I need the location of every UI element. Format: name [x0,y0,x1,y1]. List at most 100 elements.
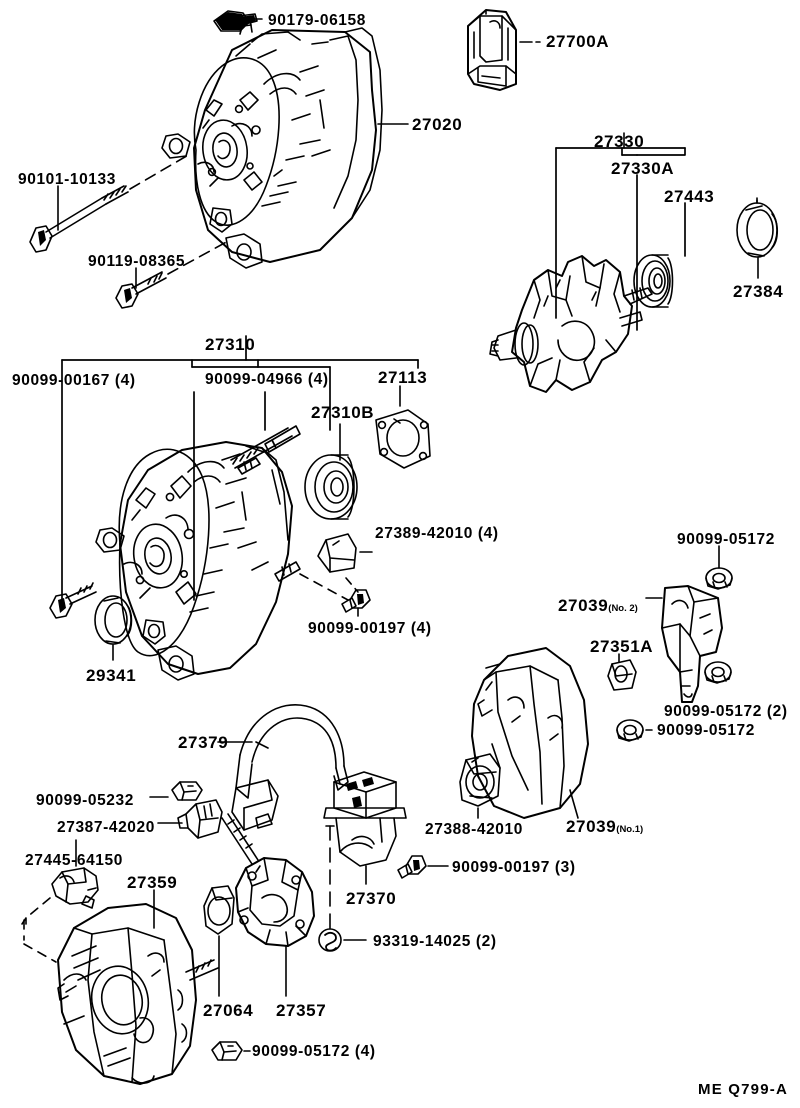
part-number-text: 90101-10133 [18,171,116,188]
part-number-text: 27310B [311,403,375,422]
part-drawing-rotor-27330a [489,255,653,393]
part-label-l-90099-05232: 90099-05232 [36,793,134,809]
part-number-text: 27384 [733,282,784,301]
bracket-27330 [555,147,686,331]
leader-27039-no1 [569,789,579,819]
part-drawing-stud-90099-04966 [230,425,301,469]
part-number-text: 27330A [611,159,675,178]
part-number-text: 90099-05232 [36,792,134,809]
part-label-l-27443: 27443 [664,188,714,205]
part-label-l-90119-08365: 90119-08365 [88,254,185,270]
part-number-text: 90099-05172 (2) [664,703,788,720]
part-label-l-90099-05172-b: 90099-05172 [657,723,755,739]
part-drawing-regulator-27700a [467,9,517,91]
part-number-text: 27039 [566,817,617,836]
part-label-l-90099-04966: 90099-04966 (4) [205,372,329,388]
part-drawing-spacer-27389-42010 [317,533,357,573]
part-drawing-bolt-90119-08365 [115,271,167,309]
part-label-l-27351a: 27351A [590,638,653,655]
part-label-l-27379: 27379 [178,734,228,751]
part-number-text: 27388-42010 [425,821,523,838]
part-label-l-27700a: 27700A [546,33,609,50]
part-label-l-27330: 27330 [594,133,644,150]
part-number-text: 93319-14025 (2) [373,933,497,950]
part-drawing-retainer-27384 [736,202,779,258]
part-number-text: 90099-00167 (4) [12,372,136,389]
part-label-l-27445-64150: 27445-64150 [25,853,123,869]
part-label-suffix: (No.1) [616,824,644,835]
dash-90119 [167,239,231,275]
part-drawing-alternator-27020 [161,18,383,269]
part-drawing-wire-27379 [231,704,349,831]
part-drawing-seal-27064 [203,885,235,935]
part-drawing-screw-90099-00197-3 [397,855,427,879]
dash-90101 [129,153,191,190]
part-drawing-rear-cover-27039-no1 [471,647,589,819]
part-drawing-drive-end-frame-27310 [95,441,301,681]
part-label-l-27113: 27113 [378,369,427,386]
part-label-l-90099-00197-4: 90099-00197 (4) [308,621,432,637]
part-drawing-terminal-27387-42020 [177,799,223,839]
part-label-l-27020: 27020 [412,116,462,133]
part-number-text: 27039 [558,596,609,615]
part-label-l-27388-42010: 27388-42010 [425,822,523,838]
part-drawing-screw-90099-00197-4 [299,573,371,613]
part-number-text: 90099-00197 (4) [308,620,432,637]
part-drawing-nut-90099-05172-left [616,719,644,742]
part-label-l-90099-05172-4: 90099-05172 (4) [252,1044,376,1060]
bracket-27310 [61,335,419,605]
part-label-l-27039-no2: 27039(No. 2) [558,597,638,614]
part-label-l-27384: 27384 [733,283,783,300]
part-label-l-27370: 27370 [346,890,396,907]
part-drawing-nut-90099-05172-4 [211,1041,243,1061]
part-number-text: 29341 [86,666,137,685]
sheet-footer-code: ME Q799-A [698,1081,788,1098]
part-label-l-27310b: 27310B [311,404,374,421]
part-label-l-29341: 29341 [86,667,136,684]
part-number-text: 27310 [205,335,256,354]
part-drawing-insulator-27351a [607,659,637,691]
part-number-text: 90099-05172 (4) [252,1043,376,1060]
part-label-l-27310: 27310 [205,336,255,353]
part-number-text: 27445-64150 [25,852,123,869]
part-label-suffix: (No. 2) [608,603,638,614]
part-number-text: 27359 [127,873,178,892]
part-number-text: 90099-05172 [677,531,775,548]
part-drawing-nut-90099-05172-top [705,567,733,590]
part-label-l-90099-05172-a: 90099-05172 [677,532,775,548]
part-number-text: 27064 [203,1001,254,1020]
part-drawing-clip-27445-64150 [51,867,99,909]
part-number-text: 27700A [546,32,610,51]
part-number-text: 27113 [378,368,428,387]
part-drawing-bearing-27443 [633,254,674,308]
part-number-text: 27387-42020 [57,819,155,836]
part-number-text: 90099-00197 (3) [452,859,576,876]
part-number-text: 27330 [594,132,645,151]
part-label-l-90099-00167: 90099-00167 (4) [12,373,136,389]
part-drawing-retainer-27113 [375,409,431,469]
part-drawing-screw-93319-14025 [318,928,342,952]
part-drawing-grommet-27388-42010 [459,753,501,807]
part-number-text: 27351A [590,637,654,656]
part-label-l-27357: 27357 [276,1002,326,1019]
part-number-text: 90119-08365 [88,253,186,270]
part-drawing-nut-90099-05232 [171,781,203,801]
part-number-text: 90099-05172 [657,722,755,739]
part-number-text: 27379 [178,733,229,752]
part-label-l-27359: 27359 [127,874,177,891]
part-label-l-27387-42020: 27387-42020 [57,820,155,836]
part-label-l-27064: 27064 [203,1002,253,1019]
part-drawing-brush-holder-27357 [221,813,315,947]
part-number-text: 90179-06158 [268,12,366,29]
part-number-text: 27370 [346,889,397,908]
part-drawing-connector-27370 [323,771,407,867]
part-drawing-bolt-90101-10133 [29,185,129,253]
part-number-text: 90099-04966 (4) [205,371,329,388]
part-drawing-nut-90099-05172-2 [704,661,732,684]
part-drawing-oil-seal-29341 [94,595,133,645]
part-label-l-27330a: 27330A [611,160,674,177]
part-number-text: 27389-42010 (4) [375,525,499,542]
part-label-l-27389-42010: 27389-42010 (4) [375,526,499,542]
